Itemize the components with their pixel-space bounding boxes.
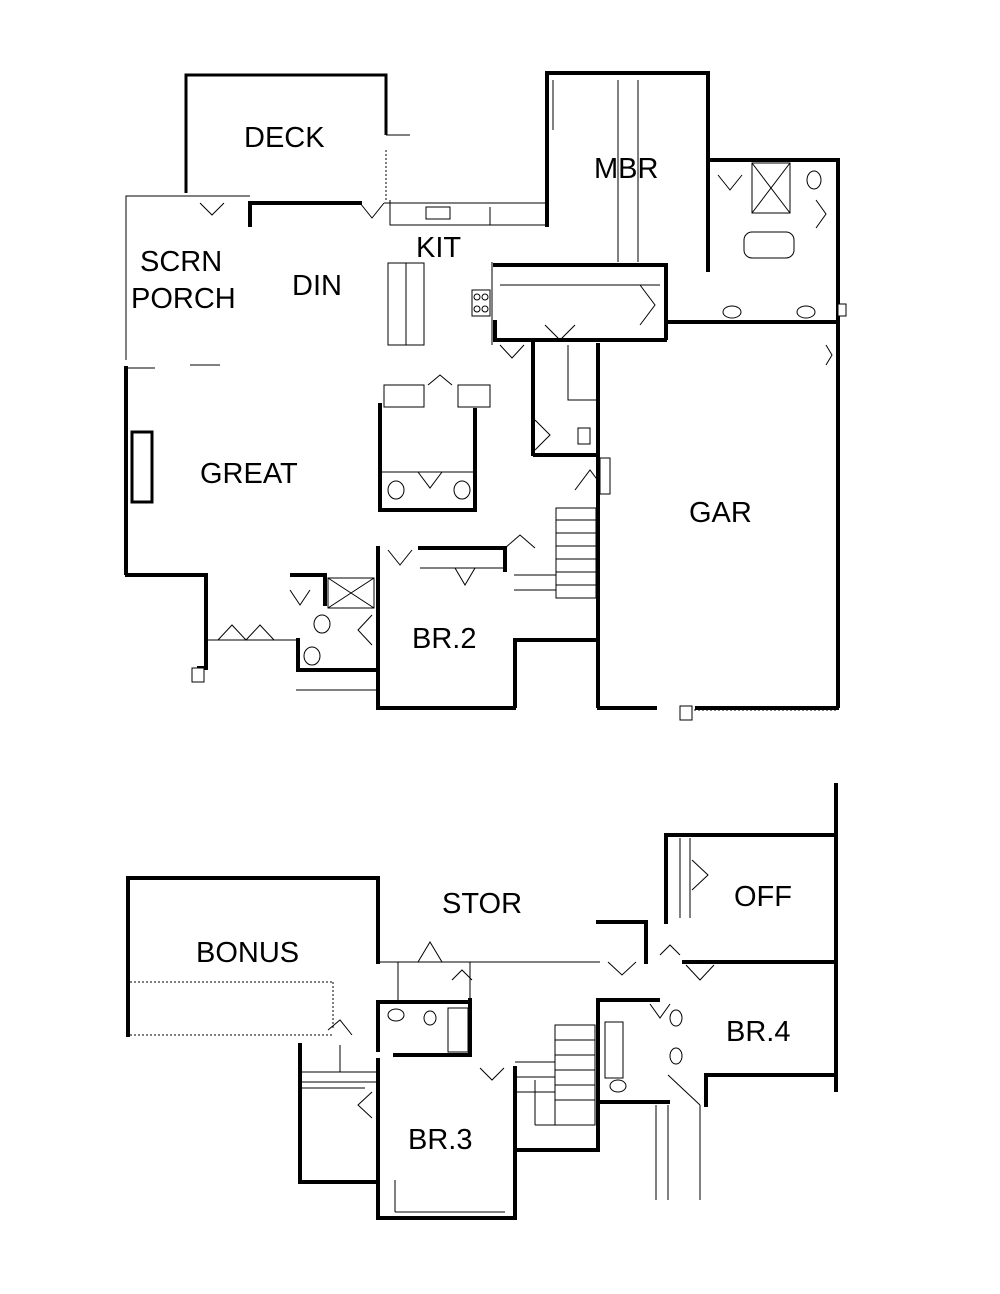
dining-kitchen-walls [248, 200, 545, 346]
first-floor-stairs [504, 469, 606, 599]
second-floor-plan [126, 783, 838, 1220]
center-bath-walls [378, 374, 491, 512]
mbr-label: MBR [594, 153, 658, 185]
master-bath-walls [706, 158, 847, 324]
bedroom-2-walls [357, 546, 600, 710]
great-label: GREAT [200, 458, 298, 490]
second-floor-stairs [513, 1024, 600, 1152]
bedroom-3-walls [357, 1058, 517, 1220]
left-closet-walls [298, 1043, 380, 1184]
bonus-label: BONUS [196, 937, 299, 969]
entry-bath-walls [206, 573, 380, 691]
garage-walls [596, 320, 840, 721]
first-floor-plan [124, 71, 847, 721]
br4-label: BR.4 [726, 1016, 790, 1048]
deck-label: DECK [244, 122, 325, 154]
scrn-porch-label-line2: PORCH [131, 283, 236, 315]
bedroom-4-bath-walls [596, 998, 683, 1104]
scrn-porch-label-line1: SCRN [140, 246, 222, 278]
din-label: DIN [292, 270, 342, 302]
great-room-walls [124, 364, 220, 683]
hall-walls [493, 263, 668, 359]
master-bedroom-walls [545, 71, 710, 272]
gar-label: GAR [689, 497, 752, 529]
bedroom-3-bath-walls [376, 998, 505, 1081]
storage-walls [378, 920, 648, 1000]
bonus-room-walls [126, 876, 380, 1037]
deck-outline [184, 73, 410, 200]
stor-label: STOR [442, 888, 522, 920]
office-walls [659, 783, 838, 964]
screen-porch-outline [125, 195, 250, 360]
off-label: OFF [734, 881, 792, 913]
laundry-walls [531, 338, 600, 457]
br3-label: BR.3 [408, 1124, 472, 1156]
bedroom-4-walls [655, 960, 838, 1200]
kit-label: KIT [416, 232, 461, 264]
br2-label: BR.2 [412, 623, 476, 655]
